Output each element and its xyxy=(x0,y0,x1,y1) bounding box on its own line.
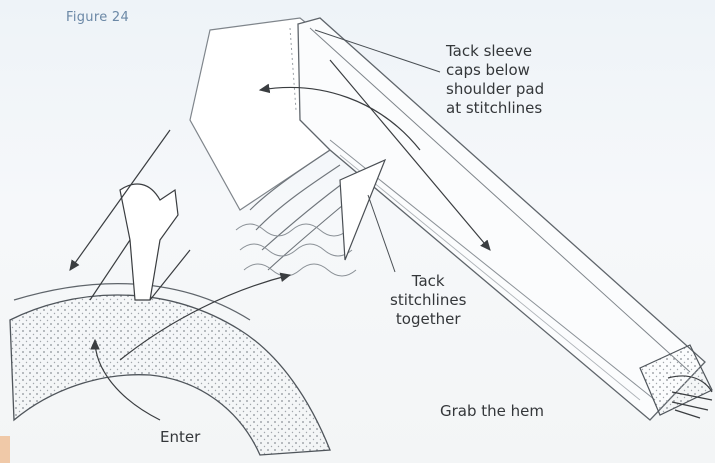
tack-triangle xyxy=(340,160,385,260)
callout-tack-sleeve-line-4: at stitchlines xyxy=(446,99,544,118)
corner-scan-mark xyxy=(0,436,10,463)
callout-tack-sleeve-line-2: caps below xyxy=(446,61,544,80)
callout-tack-line-2: stitchlines xyxy=(390,291,466,310)
lining-wave xyxy=(236,224,356,276)
callout-tack-sleeve-line-3: shoulder pad xyxy=(446,80,544,99)
callout-tack-stitchlines: Tack stitchlines together xyxy=(390,272,466,329)
callout-tack-sleeve-line-1: Tack sleeve xyxy=(446,42,544,61)
callout-enter: Enter xyxy=(160,428,200,447)
callout-tack-line-1: Tack xyxy=(390,272,466,291)
callout-tack-sleeve: Tack sleeve caps below shoulder pad at s… xyxy=(446,42,544,118)
callout-grab-hem: Grab the hem xyxy=(440,402,544,421)
leader-tack xyxy=(368,195,395,272)
callout-tack-line-3: together xyxy=(390,310,466,329)
figure-number: Figure 24 xyxy=(66,8,129,27)
